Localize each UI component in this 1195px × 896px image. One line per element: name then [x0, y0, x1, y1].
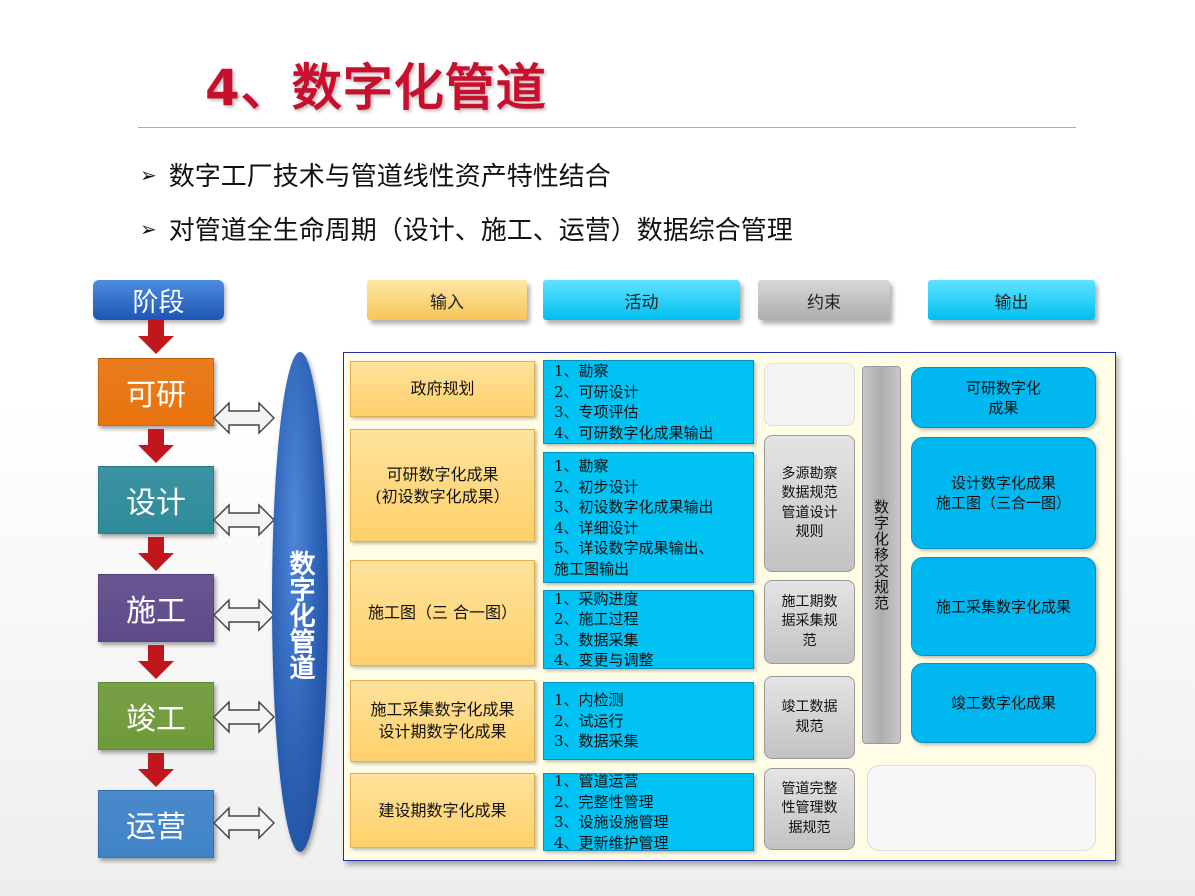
down-arrow-icon: [138, 645, 174, 679]
activity-line: 施工图输出: [554, 559, 630, 578]
activity-line: 4、更新维护管理: [554, 833, 669, 851]
stage-header: 阶段: [93, 280, 224, 320]
activity-line: 5、详设数字成果输出、: [554, 539, 714, 557]
activity-line: 1、内检测: [554, 691, 624, 710]
input-box: 政府规划: [350, 361, 535, 417]
activity-line: 3、专项评估: [554, 403, 639, 421]
title-divider: [138, 127, 1076, 128]
activity-line: 4、可研数字化成果输出: [554, 423, 714, 442]
output-box: 施工采集数字化成果: [911, 557, 1096, 656]
input-box: 建设期数字化成果: [350, 773, 535, 848]
bullet-arrow-icon: ➢: [140, 216, 157, 241]
activity-box: 1、采购进度 2、施工过程 3、数据采集 4、变更与调整: [543, 590, 754, 669]
activity-line: 3、数据采集: [554, 630, 639, 649]
activity-line: 3、初设数字化成果输出: [554, 498, 714, 516]
stage-label: 设计: [126, 486, 186, 521]
stage-construction: 施工: [98, 574, 214, 642]
activity-box: 1、勘察 2、初步设计 3、初设数字化成果输出 4、详细设计 5、详设数字成果输…: [543, 452, 754, 583]
constraint-box-empty: [764, 363, 855, 426]
input-text: 政府规划: [410, 379, 475, 398]
activity-line: 2、可研设计: [554, 382, 639, 401]
input-box: 施工采集数字化成果 设计期数字化成果: [350, 680, 535, 762]
stage-design: 设计: [98, 466, 214, 534]
constraint-text: 多源勘察数据规范管道设计规则: [781, 465, 838, 541]
activity-line: 4、详细设计: [554, 518, 639, 537]
digital-pipeline-ellipse: [272, 352, 328, 852]
output-box: 竣工数字化成果: [911, 663, 1096, 743]
down-arrow-icon: [138, 753, 174, 787]
stage-label: 施工: [126, 594, 186, 629]
output-box-empty: [867, 765, 1096, 851]
activity-line: 2、完整性管理: [554, 792, 654, 811]
output-text: 设计数字化成果 施工图（三合一图）: [935, 474, 1071, 512]
activity-line: 3、数据采集: [554, 732, 639, 751]
activity-line: 4、变更与调整: [554, 651, 654, 669]
transfer-rule-bar: 数字化移交规范: [862, 366, 901, 744]
activity-line: 1、采购进度: [554, 590, 639, 608]
double-arrow-icon: [213, 401, 275, 435]
bullet-text: 对管道全生命周期（设计、施工、运营）数据综合管理: [168, 216, 793, 246]
output-text: 施工采集数字化成果: [935, 597, 1071, 616]
column-header-activity: 活动: [543, 280, 740, 320]
input-text: 施工采集数字化成果 设计期数字化成果: [370, 700, 515, 741]
constraint-text: 施工期数据采集规范: [781, 593, 838, 649]
stage-label: 运营: [126, 810, 186, 845]
stage-feasibility: 可研: [98, 358, 214, 426]
activity-line: 1、勘察: [554, 457, 609, 475]
double-arrow-icon: [213, 700, 275, 734]
activity-line: 3、设施设施管理: [554, 813, 669, 831]
input-box: 可研数字化成果 (初设数字化成果）: [350, 429, 535, 542]
bullet-arrow-icon: ➢: [140, 162, 157, 187]
stage-label: 竣工: [126, 702, 186, 737]
constraint-text: 竣工数据规范: [781, 699, 838, 735]
constraint-box: 管道完整性管理数据规范: [764, 768, 855, 850]
constraint-box: 竣工数据规范: [764, 676, 855, 759]
input-text: 施工图（三 合一图）: [367, 603, 518, 622]
input-text: 建设期数字化成果: [378, 800, 507, 820]
column-header-input: 输入: [367, 280, 527, 320]
constraint-text: 管道完整性管理数据规范: [781, 780, 838, 836]
double-arrow-icon: [213, 598, 275, 632]
activity-line: 2、初步设计: [554, 477, 639, 496]
constraint-box: 施工期数据采集规范: [764, 580, 855, 664]
output-text: 可研数字化 成果: [965, 378, 1041, 417]
stage-operation: 运营: [98, 790, 214, 858]
bullet-text: 数字工厂技术与管道线性资产特性结合: [168, 162, 611, 192]
activity-box: 1、内检测 2、试运行 3、数据采集: [543, 682, 754, 760]
stage-completion: 竣工: [98, 682, 214, 750]
stage-label: 可研: [126, 378, 186, 413]
input-box: 施工图（三 合一图）: [350, 560, 535, 666]
output-box: 设计数字化成果 施工图（三合一图）: [911, 437, 1096, 549]
down-arrow-icon: [138, 320, 174, 354]
input-text: 可研数字化成果 (初设数字化成果）: [375, 464, 510, 506]
digital-pipeline-label: 数字化管道: [285, 550, 315, 680]
column-header-constraint: 约束: [758, 280, 890, 320]
output-text: 竣工数字化成果: [950, 694, 1056, 712]
constraint-box: 多源勘察数据规范管道设计规则: [764, 435, 855, 572]
double-arrow-icon: [213, 503, 275, 537]
double-arrow-icon: [213, 806, 275, 840]
activity-line: 1、管道运营: [554, 773, 639, 790]
activity-line: 1、勘察: [554, 362, 609, 380]
transfer-rule-label: 数字化移交规范: [872, 499, 890, 611]
bullet-item: ➢ 数字工厂技术与管道线性资产特性结合: [140, 156, 611, 193]
activity-box: 1、勘察 2、可研设计 3、专项评估 4、可研数字化成果输出: [543, 360, 754, 444]
column-header-output: 输出: [928, 280, 1095, 320]
activity-box: 1、管道运营 2、完整性管理 3、设施设施管理 4、更新维护管理: [543, 773, 754, 851]
page-title: 4、数字化管道: [205, 59, 547, 117]
bullet-item: ➢ 对管道全生命周期（设计、施工、运营）数据综合管理: [140, 210, 793, 247]
down-arrow-icon: [138, 429, 174, 463]
output-box: 可研数字化 成果: [911, 367, 1096, 428]
activity-line: 2、施工过程: [554, 610, 639, 628]
down-arrow-icon: [138, 537, 174, 571]
activity-line: 2、试运行: [554, 711, 624, 730]
